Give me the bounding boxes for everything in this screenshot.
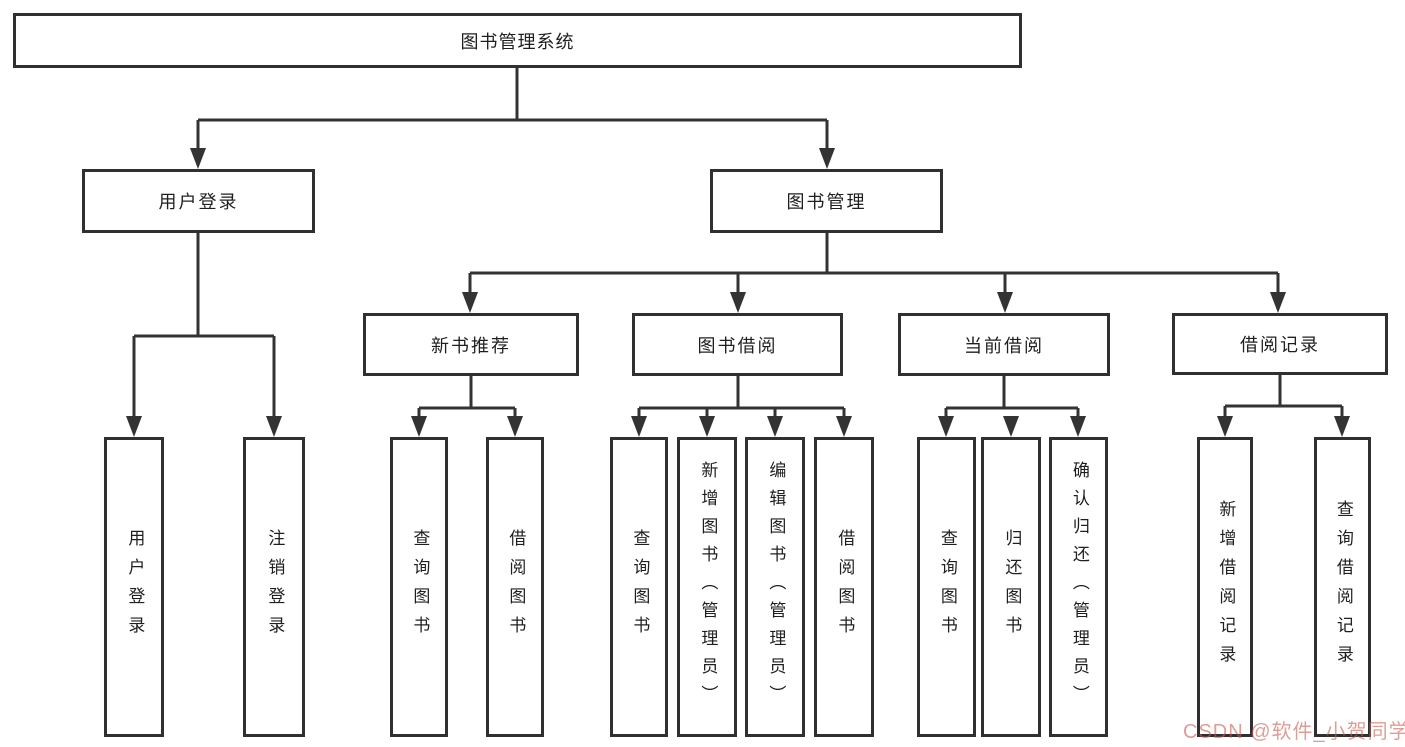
node-new-book-recommend: 新书推荐 (363, 313, 579, 376)
node-label: 借阅记录 (1240, 335, 1320, 355)
node-label: 图书管理系统 (460, 31, 575, 52)
leaf-add-books-admin: 新增图书（管理员） (677, 437, 737, 737)
leaf-borrow-books: 借阅图书 (814, 437, 874, 737)
node-label: 借阅图书 (506, 529, 526, 645)
node-label: 用户登录 (125, 529, 145, 645)
node-label: 查询借阅记录 (1333, 500, 1353, 674)
node-label: 新增借阅记录 (1216, 500, 1236, 674)
node-book-management: 图书管理 (710, 169, 943, 233)
leaf-query-borrow-record: 查询借阅记录 (1314, 437, 1371, 737)
node-root-library-system: 图书管理系统 (13, 13, 1022, 68)
leaf-query-books-borrow: 查询图书 (610, 437, 668, 737)
leaf-query-books-current: 查询图书 (917, 437, 976, 737)
leaf-borrow-books-recommend: 借阅图书 (486, 437, 544, 737)
node-label: 用户登录 (158, 192, 239, 212)
node-label: 当前借阅 (964, 335, 1044, 356)
node-current-borrow: 当前借阅 (898, 313, 1110, 376)
leaf-user-login: 用户登录 (104, 437, 164, 737)
node-label: 编辑图书（管理员） (766, 461, 786, 713)
leaf-edit-books-admin: 编辑图书（管理员） (745, 437, 805, 737)
csdn-watermark: CSDN @软件_小贺同学 (1183, 721, 1405, 743)
node-label: 归还图书 (1002, 529, 1022, 645)
node-label: 借阅图书 (835, 529, 855, 645)
node-label: 注销登录 (265, 529, 285, 645)
leaf-logout: 注销登录 (243, 437, 305, 737)
node-label: 查询图书 (937, 529, 957, 645)
node-label: 查询图书 (410, 529, 430, 645)
node-borrow-records: 借阅记录 (1172, 313, 1388, 375)
node-label: 图书管理 (786, 192, 867, 212)
node-user-login: 用户登录 (82, 169, 315, 233)
leaf-confirm-return-admin: 确认归还（管理员） (1049, 437, 1108, 737)
leaf-query-books-recommend: 查询图书 (390, 437, 448, 737)
node-label: 新书推荐 (431, 335, 511, 356)
node-label: 新增图书（管理员） (698, 461, 718, 713)
node-label: 确认归还（管理员） (1069, 461, 1089, 713)
leaf-add-borrow-record: 新增借阅记录 (1197, 437, 1253, 737)
leaf-return-books: 归还图书 (981, 437, 1041, 737)
node-label: 查询图书 (630, 529, 650, 645)
node-label: 图书借阅 (697, 335, 778, 356)
node-book-borrow: 图书借阅 (632, 313, 843, 376)
